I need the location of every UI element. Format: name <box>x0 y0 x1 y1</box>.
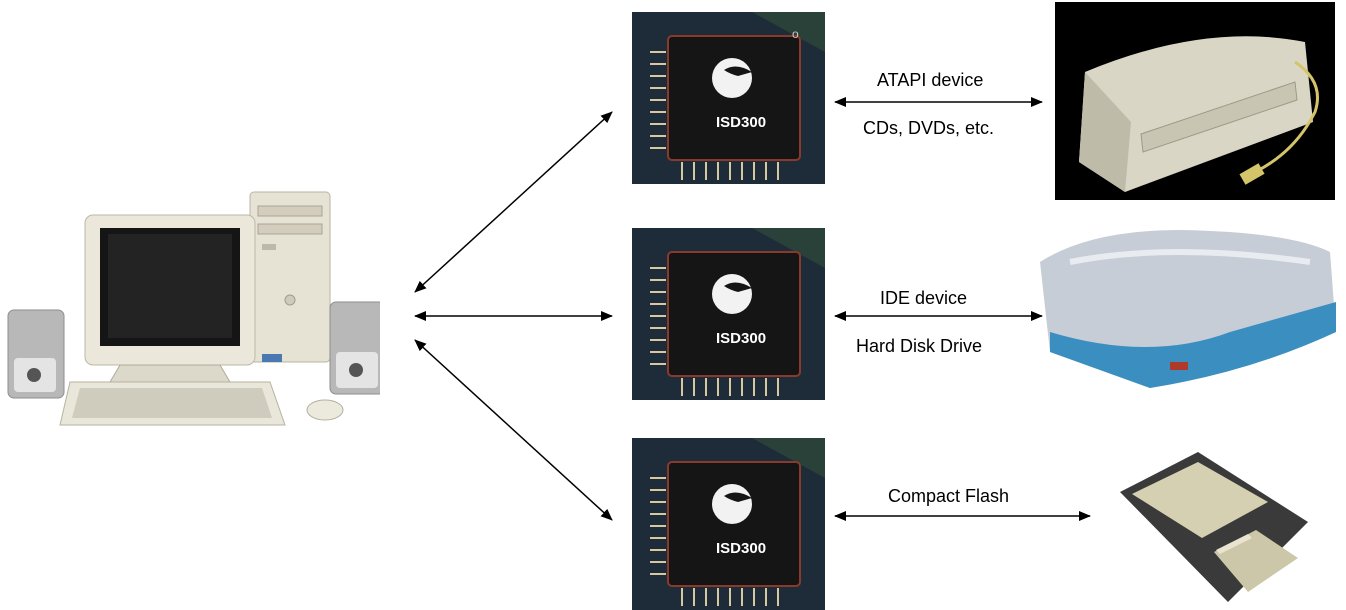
link-label-ide-device: IDE device <box>880 288 968 308</box>
isd300-chip-1: ο ISD300 <box>632 12 825 184</box>
link-label-compact-flash: Compact Flash <box>888 486 1010 506</box>
isd300-chip-icon: ο <box>632 12 825 184</box>
chip-label: ISD300 <box>716 330 767 347</box>
isd300-chip-icon <box>632 438 825 610</box>
arrow-host-to-chip-3 <box>414 339 613 521</box>
link-label-atapi-device: ATAPI device <box>877 70 984 90</box>
link-label-cds-dvds: CDs, DVDs, etc. <box>863 118 995 138</box>
link-label-hard-disk-drive: Hard Disk Drive <box>856 336 983 356</box>
compact-flash-card-icon <box>1120 452 1308 602</box>
arrow-host-to-chip-1 <box>414 111 613 293</box>
isd300-chip-icon <box>632 228 825 400</box>
svg-text:ο: ο <box>792 27 799 41</box>
isd300-chip-3: ISD300 <box>632 438 825 610</box>
isd300-chip-2: ISD300 <box>632 228 825 400</box>
usb-hard-drive-icon <box>1040 230 1336 388</box>
chip-label: ISD300 <box>716 114 767 131</box>
chip-label: ISD300 <box>716 540 767 557</box>
desktop-computer-icon <box>7 191 380 426</box>
usb-optical-drive-icon <box>1055 2 1335 200</box>
